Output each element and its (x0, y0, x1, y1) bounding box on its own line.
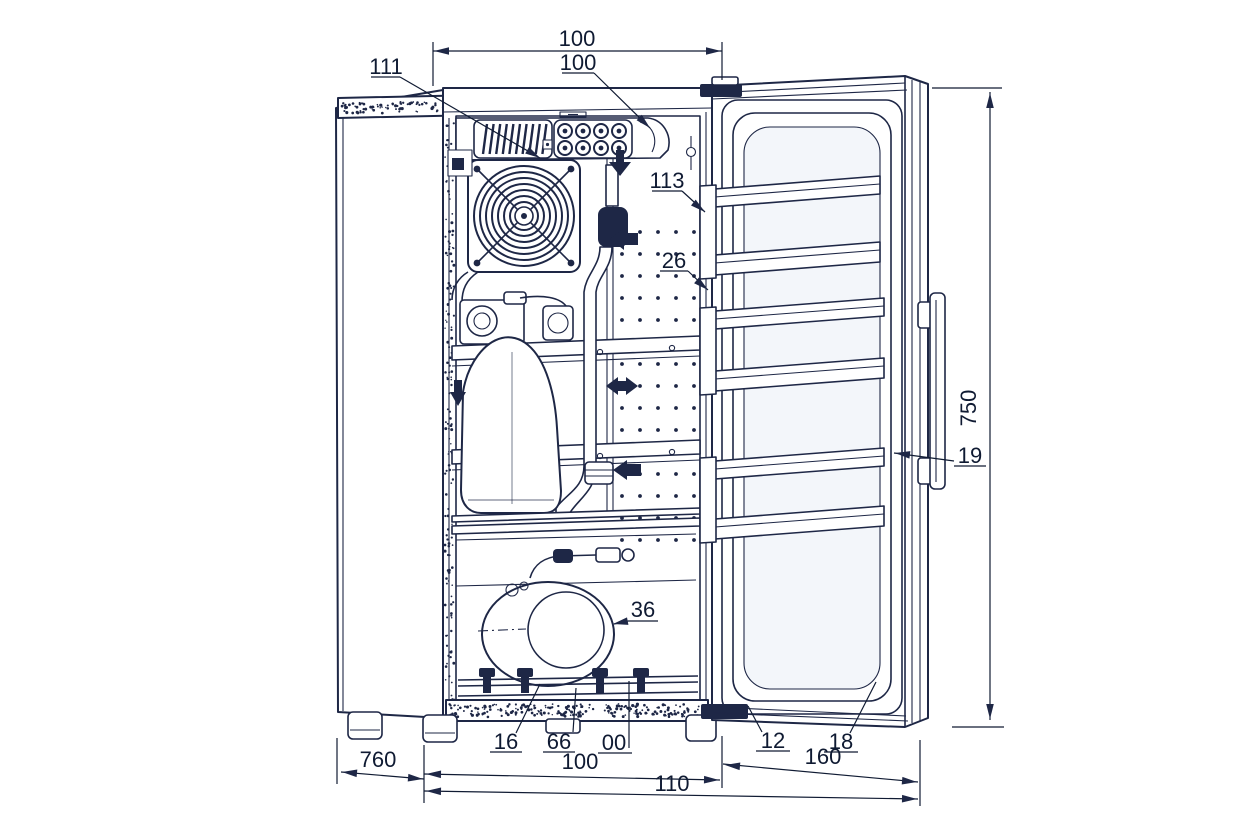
dim-bottom-width-label: 100 (562, 749, 599, 774)
callout-113-label: 113 (649, 168, 684, 193)
pipe-valve (584, 461, 614, 485)
airflow-arrow-down-top (609, 150, 631, 176)
thermostat-bulb (685, 146, 697, 158)
callout-16: 16 (490, 683, 541, 754)
callout-26-label: 26 (662, 248, 686, 273)
dim-height-label: 750 (956, 390, 981, 427)
pipe-left-elbow (451, 271, 469, 301)
drain-valve (595, 547, 621, 563)
callout-00: 00 (598, 681, 632, 755)
compressor-face (527, 591, 605, 669)
machine-compartment (451, 507, 701, 697)
foot-left-front (422, 714, 458, 743)
airflow-arrow-double (606, 377, 638, 395)
door-handle (917, 292, 946, 490)
annotations: 100 100 111 113 26 (336, 26, 1004, 806)
evaporator-fan (447, 149, 581, 273)
hinge-top (700, 84, 742, 97)
dimension-bottom-width: 100 (423, 736, 723, 803)
cabinet-side-panel (335, 89, 444, 719)
airflow-arrow-down-left-wall (450, 380, 466, 406)
dimension-height: 750 (932, 87, 1004, 728)
airflow-arrow-left-upper (610, 228, 638, 250)
hinge-bottom (701, 704, 748, 719)
door-shelf-middle (699, 297, 885, 396)
callout-66-label: 66 (547, 729, 571, 754)
dimension-door-swing: 160 (722, 740, 921, 806)
airflow-arrow-left-lower (613, 460, 641, 480)
door-shelf-bottom (699, 447, 885, 544)
callout-18: 18 (824, 681, 877, 754)
callout-12-label: 12 (761, 728, 785, 753)
callout-100-label: 100 (560, 50, 597, 75)
foot-left-rear (347, 711, 383, 740)
callout-111: 111 (369, 54, 541, 159)
callout-18-label: 18 (829, 729, 853, 754)
dimension-top-width: 100 (432, 26, 723, 86)
door (685, 75, 946, 728)
gauge (542, 305, 574, 341)
airflow-arrows (450, 150, 641, 480)
dimension-overall-width: 110 (423, 771, 919, 800)
dim-door-swing-label: 160 (805, 744, 842, 769)
pipe-arc (519, 295, 567, 307)
callout-111-label: 111 (369, 54, 402, 79)
dim-depth-label: 760 (360, 747, 397, 772)
tank (460, 336, 562, 514)
callout-36-label: 36 (631, 597, 655, 622)
dimension-arrowheads (342, 47, 994, 803)
callout-66: 66 (543, 687, 577, 754)
door-shelf-top (699, 175, 881, 280)
callout-12: 12 (747, 705, 790, 753)
dim-top-width-label: 100 (559, 26, 596, 51)
door-liner-outer (721, 99, 903, 715)
door-liner-inner (743, 126, 881, 690)
dim-overall-width-label: 110 (654, 771, 689, 796)
door-liner-mid (732, 112, 892, 702)
control-panel (455, 111, 670, 161)
dimension-depth: 760 (336, 738, 425, 784)
callout-19-label: 19 (958, 443, 982, 468)
callout-16-label: 16 (494, 729, 518, 754)
callout-00-label: 00 (602, 730, 626, 755)
refrigeration-circuit (451, 164, 628, 517)
base-vent-tab (545, 718, 581, 734)
